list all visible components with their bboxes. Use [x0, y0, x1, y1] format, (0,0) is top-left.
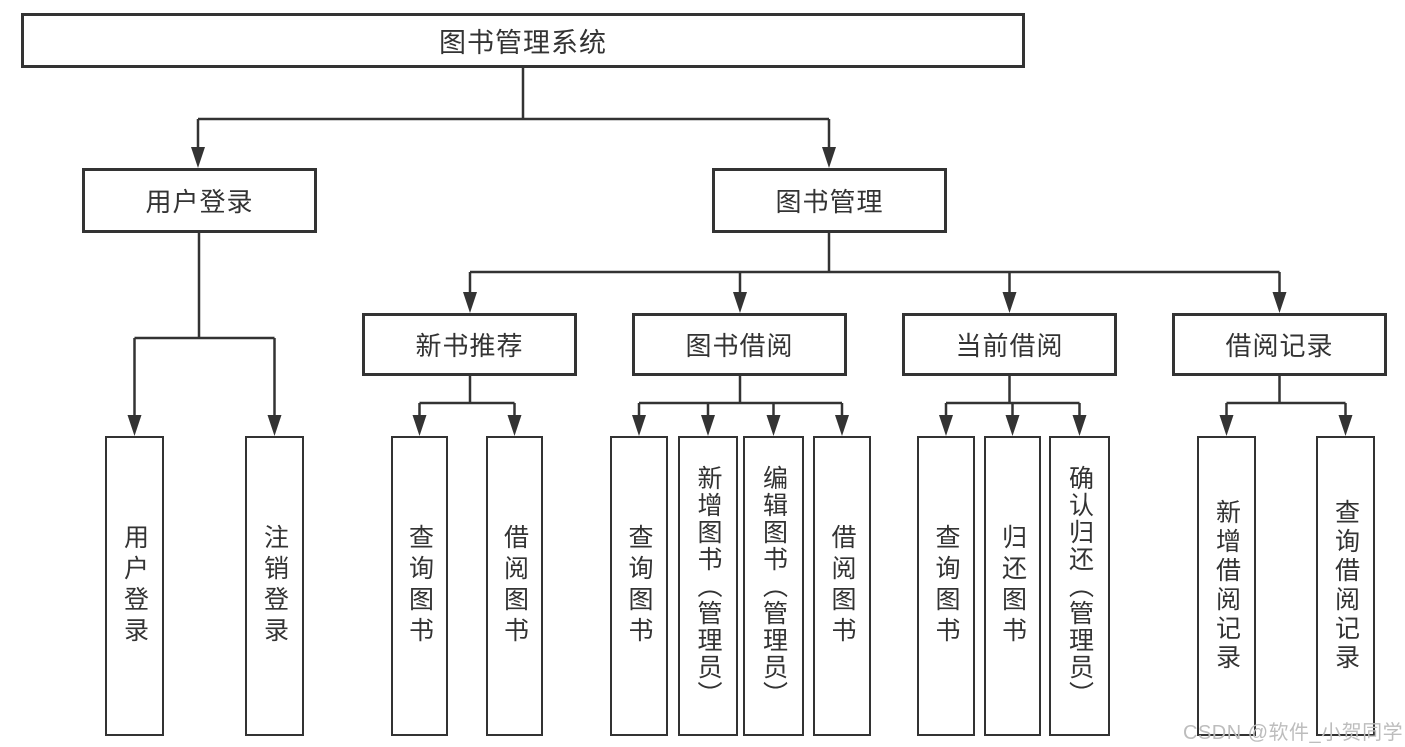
section-borrow-record: 借阅记录: [1172, 313, 1387, 376]
leaf-query-books-recommend: 查询图书: [391, 436, 448, 736]
leaf-query-books-current: 查询图书: [917, 436, 975, 736]
leaf-logout: 注销登录: [245, 436, 304, 736]
connector-new-book-children: [412, 376, 522, 436]
leaf-add-borrow-record: 新增借阅记录: [1197, 436, 1256, 736]
root-node-library-system: 图书管理系统: [21, 13, 1025, 68]
connector-book-borrow-children: [632, 376, 849, 436]
leaf-return-book: 归还图书: [984, 436, 1041, 736]
branch-user-login: 用户登录: [82, 168, 317, 233]
csdn-watermark: CSDN @软件_小贺同学: [1183, 722, 1404, 744]
leaf-edit-book-admin: 编辑图书（管理员）: [743, 436, 804, 736]
leaf-borrow-books-recommend: 借阅图书: [486, 436, 543, 736]
section-new-book-recommend: 新书推荐: [362, 313, 577, 376]
connector-root-to-level2: [191, 68, 836, 168]
leaf-query-borrow-record: 查询借阅记录: [1316, 436, 1375, 736]
connector-current-borrow-children: [939, 376, 1087, 436]
connector-borrow-record-children: [1219, 376, 1353, 436]
connector-user-login-children: [127, 233, 282, 436]
leaf-query-books-borrow: 查询图书: [610, 436, 668, 736]
section-book-borrow: 图书借阅: [632, 313, 847, 376]
leaf-confirm-return-admin: 确认归还（管理员）: [1049, 436, 1110, 736]
leaf-user-login: 用户登录: [105, 436, 164, 736]
branch-book-manage: 图书管理: [712, 168, 947, 233]
connector-book-manage-sections: [463, 233, 1287, 313]
leaf-borrow-books: 借阅图书: [813, 436, 871, 736]
section-current-borrow: 当前借阅: [902, 313, 1117, 376]
leaf-add-book-admin: 新增图书（管理员）: [678, 436, 738, 736]
